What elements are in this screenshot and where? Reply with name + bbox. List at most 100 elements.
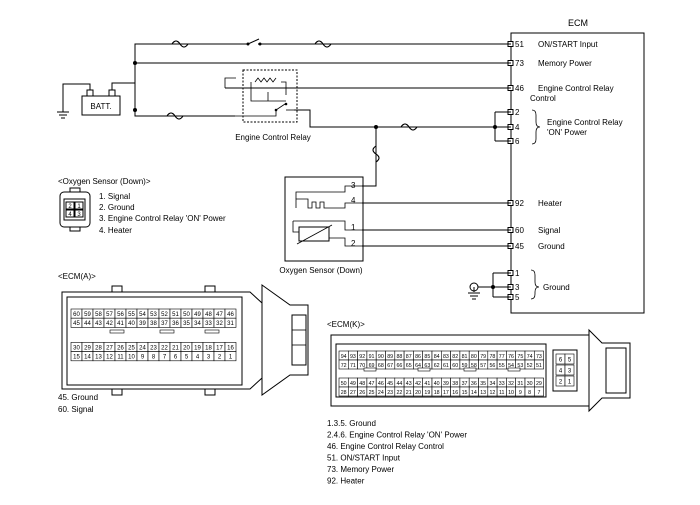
- ecm-k-pin-number: 92: [359, 354, 365, 360]
- ecm-a-pin-number: 55: [128, 312, 135, 318]
- ecm-k-pin-number: 58: [471, 363, 477, 369]
- ecm-k-pin-number: 30: [527, 381, 533, 387]
- sensor-box: [284, 176, 364, 262]
- ecm-a-pin-number: 9: [141, 355, 145, 361]
- ecm-k-key: [463, 367, 477, 372]
- ecm-a-latch-icon: [261, 284, 309, 396]
- ecm-pin-number: 45: [515, 242, 524, 251]
- ecm-pin-label: Ground: [538, 242, 565, 251]
- ecm-pin-number: 60: [515, 226, 524, 235]
- ecm-k-key: [363, 367, 377, 372]
- ecm-pin-label: Control: [530, 94, 556, 103]
- ecm-k-pin-number: 75: [517, 354, 523, 360]
- ecm-k-pin-number: 67: [387, 363, 393, 369]
- ecm-a-pin-number: 8: [152, 355, 156, 361]
- ecm-a-pin-number: 53: [150, 312, 157, 318]
- ecm-pin-number: 51: [515, 40, 524, 49]
- ecm-k-side-pin-cell: [564, 364, 575, 376]
- battery: BATT.: [57, 82, 135, 119]
- relay-contact-icon: [275, 103, 286, 111]
- ecm-k-pin-number: 76: [508, 354, 514, 360]
- ecm-k-latch-detail: [605, 347, 627, 394]
- ecm-k-pin-number: 8: [528, 390, 531, 396]
- ecm-k-key: [507, 367, 521, 372]
- ecm-k-pin-number: 63: [424, 363, 430, 369]
- ecm-a-pin-number: 6: [174, 355, 178, 361]
- ecm-a-pin-number: 60: [73, 312, 80, 318]
- ecm-k-pin-number: 66: [396, 363, 402, 369]
- junction-dot: [493, 125, 497, 129]
- ecm-a-pin-number: 49: [194, 312, 201, 318]
- ecm-a-pin-number: 13: [95, 355, 102, 361]
- ecm-k-pin-number: 69: [369, 363, 375, 369]
- ecm-a-note: 60. Signal: [58, 405, 94, 414]
- ecm-a-pin-number: 25: [128, 345, 135, 351]
- battery-box: [81, 95, 121, 116]
- ecm-k-pin-number: 16: [452, 390, 458, 396]
- ecm-k-title: <ECM(K)>: [327, 320, 365, 329]
- ecm-k-pin-number: 50: [341, 381, 347, 387]
- ecm-k-pin-number: 44: [396, 381, 402, 387]
- ecm-k-pin-number: 19: [424, 390, 430, 396]
- ecm-box: [510, 32, 645, 314]
- ecm-a-pin-number: 37: [161, 321, 168, 327]
- sensor-pin-3: 3: [351, 181, 356, 190]
- relay-box: [242, 69, 298, 123]
- ecm-pin-label: Engine Control Relay: [538, 84, 614, 93]
- ecm-k-pin-number: 29: [536, 381, 542, 387]
- ecm-k-pin-number: 22: [396, 390, 402, 396]
- ecm-a-pin-number: 20: [183, 345, 190, 351]
- relay-internal: [281, 81, 287, 95]
- ecm-pin-number: 1: [515, 269, 520, 278]
- ecm-a-pin-number: 47: [216, 312, 223, 318]
- ecm-a-pin-number: 59: [84, 312, 91, 318]
- ecm-a-tab: [204, 388, 216, 396]
- wire-batt-pos: [111, 82, 135, 90]
- ecm-k-pin-number: 33: [499, 381, 505, 387]
- relay-internal: [224, 77, 236, 88]
- brace-icon: [531, 109, 541, 145]
- ecm-k-pin-number: 87: [406, 354, 412, 360]
- ecm-k-pin-number: 35: [480, 381, 486, 387]
- ecm-k-pin-number: 74: [527, 354, 533, 360]
- battery-terminal-neg: [86, 89, 94, 97]
- ecm-a-note: 45. Ground: [58, 393, 98, 402]
- ecm-k-pin-number: 84: [434, 354, 440, 360]
- ecm-title: ECM: [568, 18, 588, 28]
- ecm-a-pin-number: 31: [227, 321, 234, 327]
- ground-icon: [57, 111, 69, 119]
- ecm-pin-label: Heater: [538, 199, 562, 208]
- ecm-k-pin-number: 18: [434, 390, 440, 396]
- battery-terminal-pos: [108, 89, 116, 97]
- ecm-pin-number: 6: [515, 137, 520, 146]
- ecm-a-pin-number: 42: [106, 321, 113, 327]
- ecm-a-latch-detail: [291, 314, 307, 366]
- connector-pin: 3: [77, 212, 81, 218]
- ecm-k-side-pin-number: 2: [559, 380, 563, 386]
- ecm-a-pin-number: 34: [194, 321, 201, 327]
- ecm-a-pin-number: 32: [216, 321, 223, 327]
- ecm-k-pin-number: 45: [387, 381, 393, 387]
- ecm-k-side-pin-number: 4: [559, 369, 563, 375]
- ecm-k-pin-number: 59: [462, 363, 468, 369]
- ecm-a-pin-number: 38: [150, 321, 157, 327]
- ecm-a-key: [159, 329, 175, 334]
- ecm-a-pin-number: 12: [106, 355, 113, 361]
- wire-relay-on-power: [294, 109, 511, 128]
- ecm-k-pin-cell: [533, 359, 544, 370]
- sensor-legend-item: 1. Signal: [99, 192, 130, 201]
- ecm-a-pin-number: 18: [205, 345, 212, 351]
- sensor-connector-icon: 2 1 4 3: [59, 187, 91, 232]
- ecm-k-pin-number: 93: [350, 354, 356, 360]
- ecm-k-side-pin-cell: [564, 353, 575, 365]
- ecm-a-pin-number: 26: [117, 345, 124, 351]
- ecm-k-pin-number: 46: [378, 381, 384, 387]
- ecm-a-pin-number: 44: [84, 321, 91, 327]
- sensor-pin-1: 1: [351, 223, 356, 232]
- sensor-legend-item: 4. Heater: [99, 226, 132, 235]
- connector-pin: 1: [77, 204, 81, 210]
- ecm-a-pin-number: 43: [95, 321, 102, 327]
- ecm-k-pin-number: 73: [536, 354, 542, 360]
- ecm-k-pin-number: 41: [424, 381, 430, 387]
